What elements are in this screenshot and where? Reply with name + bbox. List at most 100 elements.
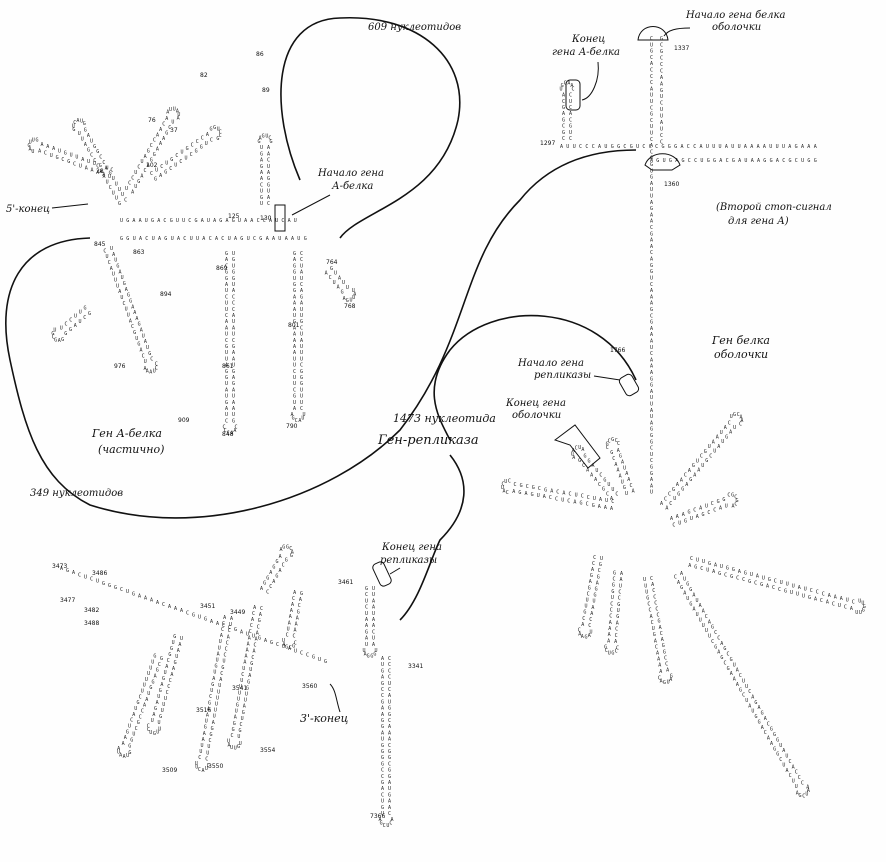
helix-845-nt: A [110,266,113,272]
helix-star-ssw-nt: U [585,604,588,610]
helix-star-se-nt: G [689,601,692,607]
helix-star-sw-nt: G [611,589,614,595]
helix-star-ne-nt: A [688,468,691,474]
helix-3341-nt: G [388,749,391,755]
helix-3550-nt: U [214,708,217,714]
helix-upper-left-1-nt: U [81,137,84,143]
helix-3509-loop-nt: U [117,750,120,756]
helix-a-start-hairpin-nt: U [267,189,270,195]
helix-3461-nt: A [372,623,375,629]
helix-3341-nt: G [381,668,384,674]
coat-main-stem-nt: A [650,370,653,376]
coat-backbone-pair-nt: A [751,158,754,164]
helix-1297-nt: A [562,111,565,117]
helix-3461-nt: A [365,617,368,623]
coat-main-stem-nt: G [650,156,653,162]
helix-upper-left-2-nt: A [140,173,143,179]
helix-star-e-loop-nt: G [731,492,734,498]
helix-star-ssw-loop-nt: A [581,634,584,640]
helix-976-side-nt: U [79,319,82,325]
helix-star-ese-nt: U [804,587,807,593]
helix-3554-loop-nt: U [234,746,237,752]
coat-backbone-pair-nt: G [807,158,810,164]
replicase-backbone-nt: A [288,646,291,652]
helix-3341-loop-nt: A [391,817,394,823]
helix-star-ne-loop-nt: C [739,422,742,428]
helix-star-w-nt: C [586,502,589,508]
helix-star-w-nt: A [598,504,601,510]
helix-lower-mid-loop-nt: C [294,640,297,646]
coat-main-stem-nt: A [650,244,653,250]
helix-3509-nt: G [130,738,133,744]
helix-star-ssw-loop-nt: U [590,630,593,636]
helix-3509-nt: U [132,732,135,738]
coat-main-stem-nt: A [650,219,653,225]
helix-3518-nt: G [170,646,173,652]
helix-3554-nt: A [248,673,251,679]
helix-upper-left-4-nt: C [210,138,213,144]
helix-a-start-hairpin-loop-nt: U [265,133,268,139]
helix-star-se-nt: C [767,721,770,727]
helix-768-nt: A [337,285,340,291]
helix-845-nt: C [108,260,111,266]
helix-3341-nt: U [381,662,384,668]
helix-845-nt: A [125,287,128,293]
helix-845-nt: G [137,342,140,348]
helix-3509-nt: A [122,741,125,747]
helix-3554-nt: U [249,667,252,673]
helix-3518-loop-nt: G [153,731,156,737]
position-number: 3461 [338,579,353,586]
coat-main-stem-nt: G [650,307,653,313]
helix-3341-nt: G [381,761,384,767]
helix-star-ne-nt: A [685,482,688,488]
helix-upper-left-2-nt: U [125,186,128,192]
helix-976-side-loop-nt: C [52,335,55,341]
helix-lower-mid-nt: A [296,615,299,621]
coat-main-stem-nt: C [650,80,653,86]
a-gene-backbone-pair-nt: C [183,236,186,242]
helix-star-ese-nt: U [802,593,805,599]
helix-star-sw-loop-nt: U [608,650,611,656]
helix-star-s-nt: C [650,576,653,582]
helix-3550-nt: A [207,706,210,712]
coat-backbone-nt: C [592,144,595,150]
replicase-backbone-nt: U [252,634,255,640]
a-gene-backbone-pair-nt: G [164,236,167,242]
helix-lower-mid-nt: U [287,626,290,632]
helix-upper-left-4-loop-nt: G [213,125,216,131]
helix-a-start-hairpin-nt: A [260,176,263,182]
helix-845-nt: A [129,318,132,324]
helix-star-ese-nt: U [696,558,699,564]
helix-star-se-nt: G [773,732,776,738]
helix-801-nt: U [300,350,303,356]
helix-801-nt: A [300,338,303,344]
helix-star-se-nt: G [730,657,733,663]
helix-861-nt: C [225,263,228,269]
helix-845-nt: U [114,278,117,284]
helix-star-nnw-nt: A [625,471,628,477]
helix-star-nnw-nt: A [614,462,617,468]
helix-3449-nt: A [269,570,272,576]
helix-3550-nt: U [218,645,221,651]
coat-gene-start-arrow [663,27,691,37]
helix-801-nt: C [300,257,303,263]
helix-a-start-hairpin-nt: G [260,151,263,157]
helix-upper-left-4-nt: C [201,135,204,141]
replicase-backbone-nt: C [90,577,93,583]
helix-star-ne-nt: G [677,491,680,497]
coat-backbone-nt: G [662,144,665,150]
coat-main-stem-nt: U [650,414,653,420]
helix-768-loop-nt: G [346,298,349,304]
helix-3554-nt: A [245,654,248,660]
helix-3449-nt: G [263,581,266,587]
helix-3341-nt: G [381,699,384,705]
helix-star-ssw-loop-nt: A [578,631,581,637]
a-gene-backbone-nt: G [170,218,173,224]
coat-main-stem-nt: G [650,427,653,433]
helix-3341-nt: A [381,730,384,736]
helix-star-se-nt: U [702,623,705,629]
helix-a-start-hairpin-nt: U [260,189,263,195]
coat-main-stem-nt: C [650,105,653,111]
helix-861-nt: G [232,257,235,263]
helix-3554-nt: C [260,606,263,612]
